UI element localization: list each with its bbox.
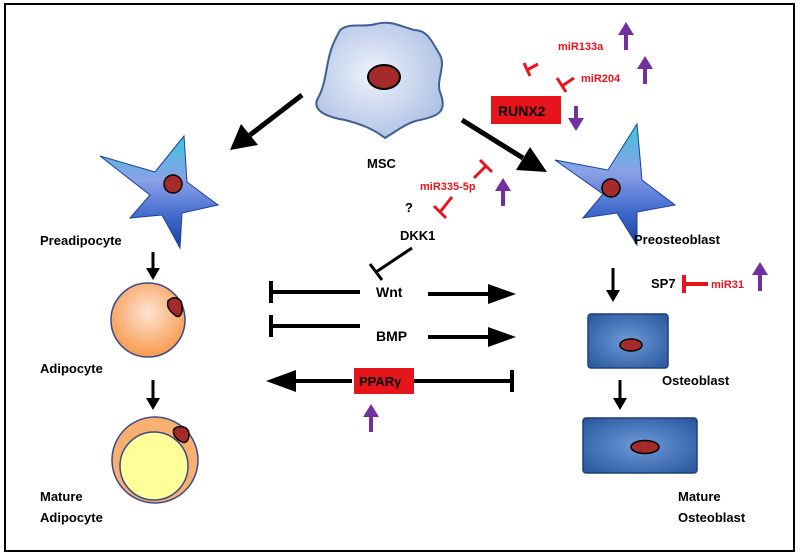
wnt-label: Wnt	[376, 284, 403, 300]
adipocyte-to-mature-arrow	[146, 380, 160, 410]
mir31-up-arrow	[752, 262, 768, 291]
wnt-activate-right	[428, 284, 516, 304]
mir204-up-arrow	[637, 56, 653, 84]
osteoblast-label: Osteoblast	[662, 373, 730, 388]
mature-osteoblast-cell	[582, 417, 698, 474]
mir133a-up-arrow	[618, 22, 634, 50]
adipocyte-body	[110, 282, 186, 358]
adipocyte-cell	[110, 282, 186, 358]
bmp-activate-right	[428, 327, 516, 347]
preosteoblast-cell	[554, 122, 677, 247]
dkk1-label: DKK1	[400, 228, 435, 243]
mir335-inhibits-preosteoblast	[472, 158, 494, 180]
ppar-activate-left	[266, 370, 352, 392]
preadipocyte-label: Preadipocyte	[40, 233, 122, 248]
ppar-inhibit-right	[414, 370, 514, 392]
mature-osteoblast-label-1: Mature	[678, 489, 721, 504]
mir335-label: miR335-5p	[420, 181, 476, 193]
preosteoblast-label: Preosteoblast	[634, 232, 721, 247]
preadipocyte-to-adipocyte-arrow	[146, 252, 160, 280]
lipid-droplet	[119, 431, 189, 501]
msc-to-preadipocyte-arrow	[230, 93, 304, 150]
preadipocyte-nucleus	[163, 174, 183, 194]
adipocyte-nucleus	[166, 297, 183, 318]
msc-to-preosteoblast-arrow	[460, 117, 547, 172]
mir31-label: miR31	[711, 279, 744, 291]
preosteoblast-nucleus	[601, 178, 621, 198]
mature-adipocyte-cell	[111, 416, 199, 504]
mature-adipocyte-label-2: Adipocyte	[40, 510, 103, 525]
unknown-mark: ?	[405, 200, 413, 215]
preadipocyte-cell	[99, 134, 220, 250]
mature-osteoblast-label-2: Osteoblast	[678, 510, 746, 525]
ppar-up-arrow	[363, 404, 379, 432]
ppar-box	[354, 368, 414, 394]
osteoblast-cell	[587, 313, 669, 369]
bmp-label: BMP	[376, 328, 407, 344]
bmp-inhibit-left	[269, 315, 360, 337]
msc-cell	[315, 21, 444, 140]
sp7-label: SP7	[651, 276, 676, 291]
mir31-inhibits-sp7	[682, 275, 708, 293]
ppar-label: PPARγ	[359, 374, 402, 389]
wnt-inhibit-left	[269, 281, 360, 303]
mature-adipocyte-nucleus	[172, 425, 190, 444]
preosteoblast-to-osteoblast-arrow	[606, 268, 620, 302]
preadipocyte-body	[99, 134, 220, 250]
msc-label: MSC	[367, 156, 397, 171]
runx2-label: RUNX2	[498, 103, 546, 119]
osteoblast-nucleus	[619, 338, 643, 352]
runx2-box	[491, 96, 561, 124]
adipocyte-label: Adipocyte	[40, 361, 103, 376]
dkk1-inhibits-wnt	[368, 246, 413, 281]
mature-adipocyte-label-1: Mature	[40, 489, 83, 504]
mir133a-label: miR133a	[558, 41, 604, 53]
osteoblast-to-mature-arrow	[613, 380, 627, 410]
mir204-label: miR204	[581, 73, 621, 85]
runx2-down-arrow	[568, 106, 584, 131]
mir335-inhibits-dkk1	[432, 196, 454, 220]
mir335-up-arrow	[495, 178, 511, 206]
mir204-inhibits-runx2	[555, 76, 575, 93]
mir133a-inhibits-runx2	[522, 62, 539, 77]
msc-nucleus	[367, 64, 401, 90]
mature-osteoblast-nucleus	[630, 439, 660, 455]
